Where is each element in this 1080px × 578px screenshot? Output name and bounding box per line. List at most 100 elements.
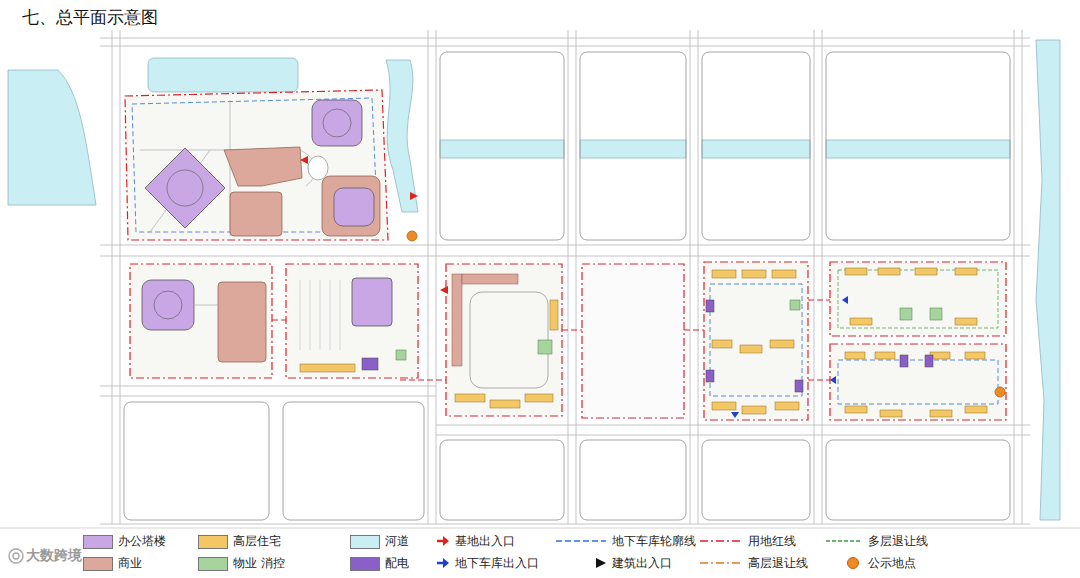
legend-item: 建筑出入口 xyxy=(594,554,674,572)
legend-sample xyxy=(436,557,449,569)
site-parcel xyxy=(712,340,732,348)
city-block xyxy=(440,440,564,520)
watermark-logo xyxy=(9,549,23,563)
legend-sample xyxy=(846,557,862,569)
site-parcel xyxy=(286,264,418,378)
city-block xyxy=(702,440,810,520)
site-parcel xyxy=(790,300,800,310)
site-parcel xyxy=(838,270,998,328)
site-parcel xyxy=(224,147,302,186)
site-parcel xyxy=(795,380,803,392)
legend-sample xyxy=(556,541,606,542)
legend-sample xyxy=(848,558,859,569)
legend-swatch xyxy=(350,557,380,571)
river xyxy=(148,58,298,92)
city-block xyxy=(580,52,686,240)
site-parcel xyxy=(142,280,194,330)
site-parcel xyxy=(312,100,362,146)
legend-item: 公示地点 xyxy=(846,554,918,572)
site-parcel xyxy=(925,355,933,367)
river xyxy=(386,60,418,212)
legend-text: 地下车库轮廓线 xyxy=(612,532,696,550)
legend-sample xyxy=(437,540,444,543)
legend-sample xyxy=(596,558,606,568)
road-line xyxy=(100,38,1030,46)
site-parcel xyxy=(352,278,392,326)
site-parcel xyxy=(300,364,355,372)
site-parcel xyxy=(742,406,766,414)
legend-sample xyxy=(826,535,862,547)
legend-text: 配电 xyxy=(385,554,409,572)
entrance-arrow xyxy=(300,156,448,294)
site-parcel xyxy=(845,268,867,275)
site-parcel xyxy=(706,370,714,382)
site-parcel xyxy=(300,280,340,350)
legend-item: 商业 xyxy=(83,554,144,572)
site-parcel xyxy=(845,352,987,417)
site-parcel xyxy=(154,291,182,319)
legend-sample xyxy=(826,540,862,542)
river xyxy=(1036,40,1060,520)
legend-text: 多层退让线 xyxy=(868,532,928,550)
legend-item: 物业 消控 xyxy=(198,554,287,572)
site-parcel xyxy=(712,270,736,278)
legend-text: 建筑出入口 xyxy=(612,554,672,572)
legend-sample xyxy=(596,558,606,568)
legend-item: 地下车库轮廓线 xyxy=(556,532,698,550)
site-parcel xyxy=(915,268,937,275)
legend-text: 公示地点 xyxy=(868,554,916,572)
site-parcel xyxy=(808,262,1006,420)
legend-sample xyxy=(700,541,742,542)
site-parcel xyxy=(525,394,553,402)
legend-swatch xyxy=(350,535,380,549)
site-parcel xyxy=(396,350,406,360)
site-parcel xyxy=(462,274,518,284)
page-title: 七、总平面示意图 xyxy=(22,6,158,29)
city-block xyxy=(440,52,564,240)
legend-text: 办公塔楼 xyxy=(118,532,166,550)
site-parcel xyxy=(845,352,865,359)
site-parcel xyxy=(965,352,985,359)
site-parcel xyxy=(742,270,766,278)
site-parcel xyxy=(845,406,867,413)
legend-sample xyxy=(700,557,742,569)
legend-sample xyxy=(437,558,449,568)
site-parcel xyxy=(955,268,977,275)
site-parcel xyxy=(995,387,1005,397)
legend-item: 用地红线 xyxy=(700,532,798,550)
legend-item: 河道 xyxy=(350,532,411,550)
site-parcel xyxy=(875,352,895,359)
legend-sample xyxy=(700,563,742,564)
site-parcel xyxy=(130,264,446,380)
site-parcel xyxy=(710,284,802,396)
legend-text: 河道 xyxy=(385,532,409,550)
legend-item: 基地出入口 xyxy=(436,532,517,550)
site-parcel xyxy=(930,410,952,417)
site-parcel xyxy=(550,300,558,330)
site-parcel xyxy=(562,330,704,331)
legend-text: 高层退让线 xyxy=(748,554,808,572)
site-parcel xyxy=(167,170,203,206)
legend-sample xyxy=(700,535,742,547)
legend-sample xyxy=(437,536,449,546)
site-parcel xyxy=(706,300,803,392)
site-parcel xyxy=(740,345,762,353)
site-parcel xyxy=(965,406,987,413)
site-parcel xyxy=(322,176,380,236)
city-block xyxy=(826,440,1010,520)
site-parcel xyxy=(490,400,520,408)
site-parcel xyxy=(125,90,388,240)
city-block xyxy=(826,52,1010,240)
city-block xyxy=(702,52,810,240)
site-parcel xyxy=(930,308,942,320)
legend-swatch xyxy=(198,535,228,549)
legend-sample xyxy=(848,558,859,569)
site-parcel xyxy=(706,300,714,312)
legend-sample xyxy=(437,562,444,565)
site-parcel xyxy=(712,270,799,414)
site-parcel xyxy=(582,264,684,418)
legend-item: 高层退让线 xyxy=(700,554,810,572)
site-parcel xyxy=(850,318,872,325)
site-parcel xyxy=(407,231,417,241)
